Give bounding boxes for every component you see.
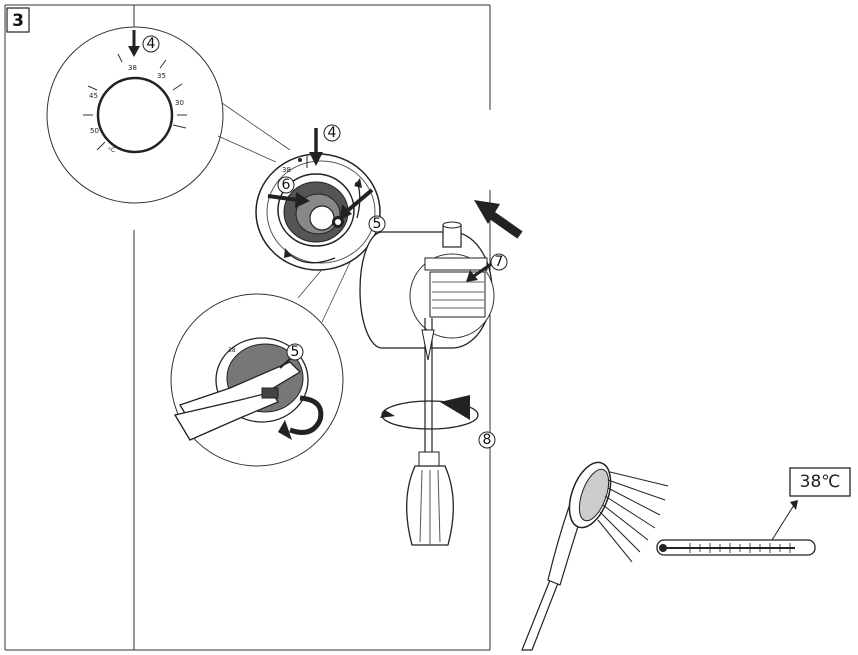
dial-unit: °C (108, 147, 115, 154)
callout-4-top: 4 (147, 36, 156, 52)
hand-shower (521, 461, 669, 651)
step-badge: 3 (6, 7, 30, 33)
pliers-dial-label: 38 (228, 347, 236, 354)
dial-value-50: 50 (90, 127, 99, 135)
callout-5-pliers: 5 (291, 344, 300, 360)
screwdriver: 8 (380, 318, 496, 546)
thermostatic-valve: 38 4 6 5 (255, 124, 386, 271)
callout-8: 8 (483, 432, 492, 448)
push-arrow-icon (128, 30, 140, 57)
thermometer-reading: 38℃ (800, 472, 841, 492)
callout-4-valve: 4 (328, 125, 337, 141)
direction-arrow-icon (474, 200, 523, 239)
insert-detail-zoom: 7 (409, 253, 508, 339)
callout-7: 7 (495, 254, 504, 270)
callout-5-valve: 5 (373, 216, 382, 232)
dial-small-label: 38 (282, 166, 291, 174)
dial-value-45: 45 (89, 92, 98, 100)
dial-value-35: 35 (157, 72, 166, 80)
dial-value-30: 30 (175, 99, 184, 107)
dial-detail-zoom: 38 35 30 45 50 °C 4 (46, 26, 224, 204)
step-number: 3 (12, 11, 24, 31)
thermometer: 38℃ (656, 467, 851, 556)
pliers-detail-zoom: 38 5 (170, 293, 344, 467)
dial-value-38: 38 (128, 64, 137, 72)
callout-6: 6 (282, 177, 291, 193)
